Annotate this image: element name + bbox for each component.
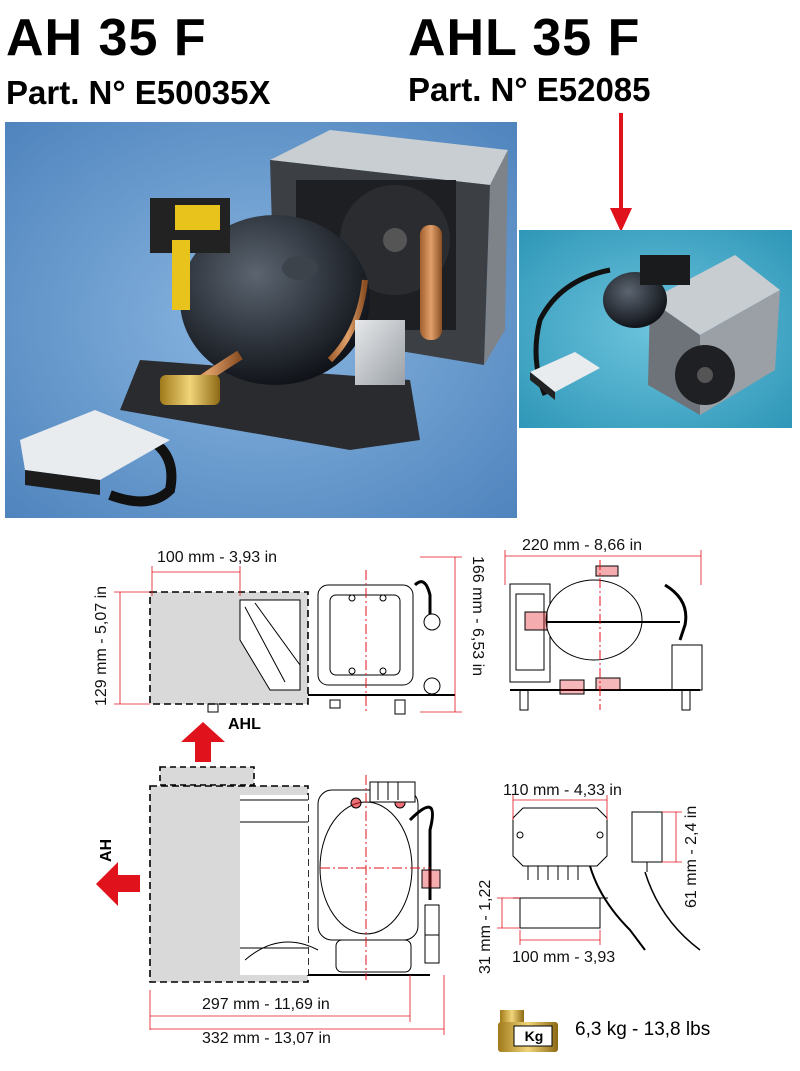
ah-product-photo: [5, 122, 517, 518]
ah-arrow-label: AH: [98, 838, 115, 862]
control-top-width-dimension: 110 mm - 4,33 in: [503, 782, 622, 799]
ahl-model-title: AHL 35 F: [408, 9, 641, 67]
control-right-height-dimension: 61 mm - 2,4 in: [683, 805, 700, 908]
ahl-direction-arrow: [181, 722, 225, 762]
control-module-drawing: [512, 807, 701, 951]
ah-model-title: AH 35 F: [6, 9, 207, 67]
ahl-arrow-label: AHL: [228, 716, 261, 733]
front-view-drawing: [509, 560, 703, 711]
ah-dimension-lines: [149, 975, 445, 1035]
ah-top-drawing: [149, 766, 441, 983]
weight-icon: [498, 1010, 558, 1052]
ah-part-number: Part. N° E50035X: [6, 74, 271, 111]
ah-direction-arrow: [96, 862, 140, 906]
ahl-height-dimension: 129 mm - 5,07 in: [93, 585, 110, 706]
front-width-dimension: 220 mm - 8,66 in: [522, 537, 643, 554]
front-dimension-lines: [504, 550, 702, 585]
ahl-height-right-dimension: 166 mm - 6,53 in: [469, 556, 486, 677]
kg-badge-label: Kg: [524, 1028, 544, 1044]
ahl-product-photo: [519, 230, 792, 428]
ah-inner-width-dimension: 297 mm - 11,69 in: [202, 996, 330, 1013]
ahl-side-drawing: [149, 570, 455, 715]
ahl-depth-dimension: 100 mm - 3,93 in: [157, 549, 278, 566]
control-bottom-width-dimension: 100 mm - 3,93: [512, 949, 616, 966]
weight-text: 6,3 kg - 13,8 lbs: [575, 1019, 711, 1040]
control-left-height-dimension: 31 mm - 1,22: [477, 879, 494, 974]
ahl-dimension-lines: [114, 556, 462, 713]
control-dimension-lines: [497, 795, 682, 945]
ahl-part-number: Part. N° E52085: [408, 71, 651, 108]
ah-outer-width-dimension: 332 mm - 13,07 in: [202, 1030, 331, 1047]
ahl-pointer-arrow: [610, 113, 632, 232]
